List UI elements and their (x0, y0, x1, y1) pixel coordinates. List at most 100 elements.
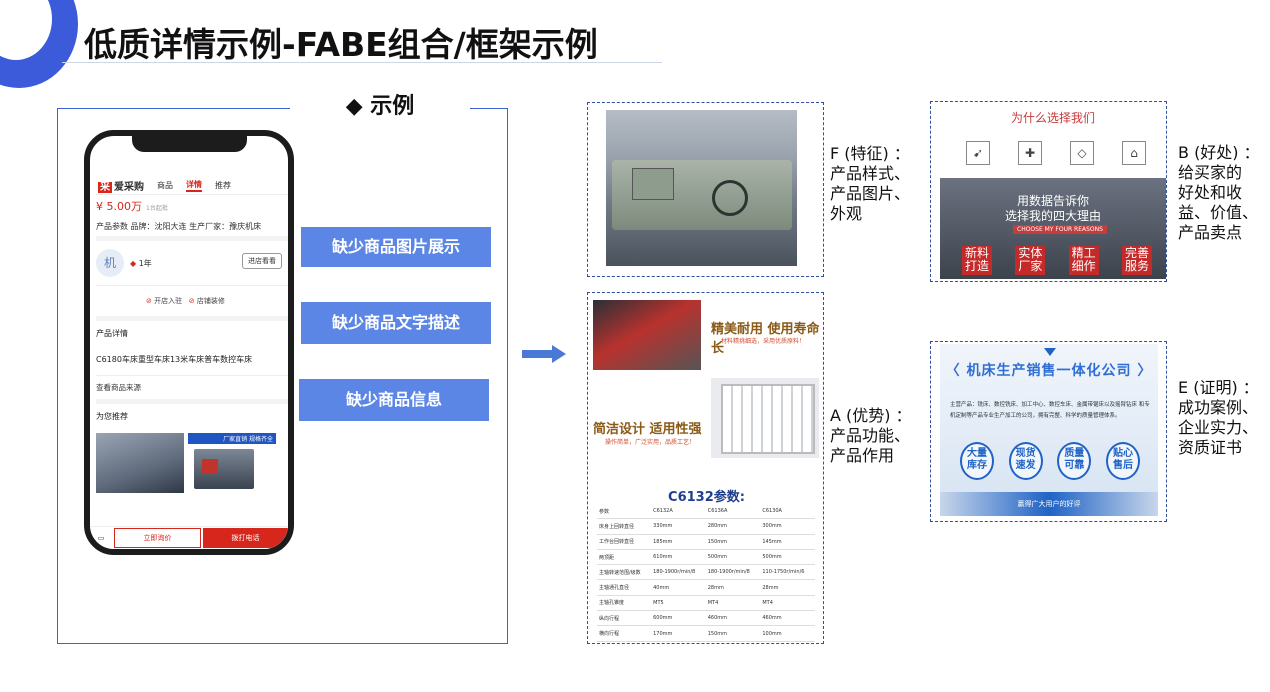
table-cell: 28mm (760, 579, 815, 596)
proof-circle: 现货速发 (1008, 442, 1043, 480)
f-label: F (特征) ：产品样式、产品图片、外观 (830, 144, 911, 223)
missing-text-label: 缺少商品文字描述 (301, 302, 491, 344)
diamond-icon: ◇ (1070, 141, 1094, 165)
bottom-bar: ▭ 立即询价 拨打电话 (90, 526, 288, 549)
a-advantage-box (587, 292, 824, 644)
param-table-title: C6132参数: (668, 490, 745, 505)
rocket-icon: ➹ (966, 141, 990, 165)
table-cell: C6130A (760, 504, 815, 520)
table-cell: 145mm (760, 534, 815, 550)
table-cell: 500mm (760, 549, 815, 566)
tab-recommend[interactable]: 推荐 (215, 180, 231, 190)
table-cell: MT5 (651, 595, 706, 612)
plus-box-icon: ✚ (1018, 141, 1042, 165)
e-label: E (证明) ：成功案例、企业实力、资质证书 (1178, 378, 1259, 457)
app-logo: 采爱采购 (98, 181, 144, 193)
advantage-graphic: 精美耐用 使用寿命长 材料精挑细选，采用优质原料！ 简洁设计 适用性强 操作简单… (593, 298, 820, 643)
table-cell: 610mm (651, 549, 706, 566)
reason-tile: 实体厂家 (1015, 246, 1046, 275)
b-banner: 用数据告诉你选择我的四大理由 CHOOSE MY FOUR REASONS 新料… (940, 178, 1166, 279)
reason-tile: 新料打造 (962, 246, 992, 275)
table-cell: 150mm (705, 625, 761, 642)
detail-title: 产品详情 (96, 329, 128, 338)
b-tiles: 新料打造 实体厂家 精工细作 完善服务 (962, 246, 1152, 275)
recommend-image[interactable] (96, 433, 184, 493)
table-cell: 主轴孔锥度 (597, 595, 652, 612)
e-evidence-box (930, 341, 1167, 522)
table-cell: 180-1900r/min/8 (705, 564, 761, 581)
recommend-image[interactable]: 厂家直销 规格齐全 (188, 433, 276, 493)
a-label: A (优势) ：产品功能、产品作用 (830, 406, 912, 465)
a-sub-2: 操作简单，广泛实用，品质工艺！ (605, 439, 696, 446)
table-cell: 参数 (597, 504, 652, 520)
b-icon-row: ➹ ✚ ◇ ⌂ (966, 141, 1146, 165)
table-cell: MT4 (760, 595, 815, 612)
b-tag: CHOOSE MY FOUR REASONS (1013, 225, 1107, 234)
reason-tile: 精工细作 (1068, 246, 1099, 275)
call-button[interactable]: 拨打电话 (203, 528, 288, 548)
visit-shop-button[interactable]: 进店看看 (242, 253, 282, 269)
benefit-graphic: 为什么选择我们 ➹ ✚ ◇ ⌂ 用数据告诉你选择我的四大理由 CHOOSE MY… (940, 103, 1166, 279)
table-cell: 180-1900r/min/8 (651, 564, 706, 581)
e-footer-bar: 赢得广大用户的好评 (940, 492, 1158, 516)
shop-avatar: 机 (96, 249, 124, 277)
example-frame (57, 108, 508, 644)
table-cell: 280mm (705, 518, 761, 535)
chat-icon[interactable]: ▭ (97, 534, 105, 542)
a-sub-1: 材料精挑细选，采用优质原料！ (721, 338, 806, 345)
down-triangle-icon (1044, 348, 1056, 356)
table-cell: C6132A (651, 504, 706, 520)
check-icon: ⊘ (188, 297, 195, 305)
tab-products[interactable]: 商品 (157, 180, 173, 190)
proof-circle: 贴心售后 (1105, 442, 1140, 480)
table-cell: 40mm (651, 579, 706, 596)
missing-info-label: 缺少商品信息 (299, 379, 489, 421)
reason-tile: 完善服务 (1121, 246, 1152, 275)
lathe-machine (612, 160, 792, 230)
corner-decoration (0, 0, 78, 88)
b-heading: 为什么选择我们 (1010, 111, 1095, 125)
table-cell: 主轴转速范围/级数 (597, 564, 652, 581)
missing-images-label: 缺少商品图片展示 (301, 227, 491, 267)
page-title: 低质详情示例-FABE组合/框架示例 (84, 25, 598, 64)
evidence-graphic: 〈 机床生产销售一体化公司 〉 主营产品：铣床、数控铣床、加工中心、数控车床、金… (940, 344, 1158, 516)
f-feature-box (587, 102, 824, 277)
table-cell: 110-1750r/min/6 (760, 564, 815, 581)
logo-mark-icon: 采 (98, 181, 112, 193)
machine-image (194, 449, 254, 489)
proof-circle: 质量可靠 (1057, 442, 1092, 480)
table-cell: 300mm (760, 518, 815, 535)
table-cell: 28mm (705, 579, 761, 596)
source-link[interactable]: 查看商品来源 (96, 376, 288, 404)
promo-bar: 厂家直销 规格齐全 (188, 433, 276, 444)
table-cell: 500mm (705, 549, 761, 566)
table-cell: 主轴通孔直径 (597, 579, 652, 596)
recommend-list: 厂家直销 规格齐全 (96, 433, 288, 493)
arrow-right-icon (522, 345, 566, 363)
b-label: B (好处) ：给买家的好处和收益、价值、产品卖点 (1178, 143, 1260, 242)
table-cell: 600mm (651, 610, 706, 627)
b-benefit-box (930, 101, 1167, 282)
inquiry-button[interactable]: 立即询价 (114, 528, 201, 548)
proof-circle: 大量库存 (960, 442, 994, 480)
a-heading-1: 精美耐用 使用寿命长 (711, 322, 820, 356)
phone-notch (132, 136, 247, 152)
table-cell: 纵向行程 (597, 610, 652, 627)
tab-details[interactable]: 详情 (186, 179, 202, 192)
a-heading-2: 简洁设计 适用性强 (593, 422, 702, 437)
shop-years: ◆ 1年 (130, 258, 152, 268)
e-circles: 大量库存 现货速发 质量可靠 贴心售后 (960, 442, 1140, 480)
product-params[interactable]: 产品参数 品牌：沈阳大连 生产厂家：豫庆机床 (96, 217, 288, 241)
table-cell: 横向行程 (597, 625, 652, 642)
machine-photo (711, 378, 819, 458)
table-cell: 330mm (651, 518, 706, 535)
